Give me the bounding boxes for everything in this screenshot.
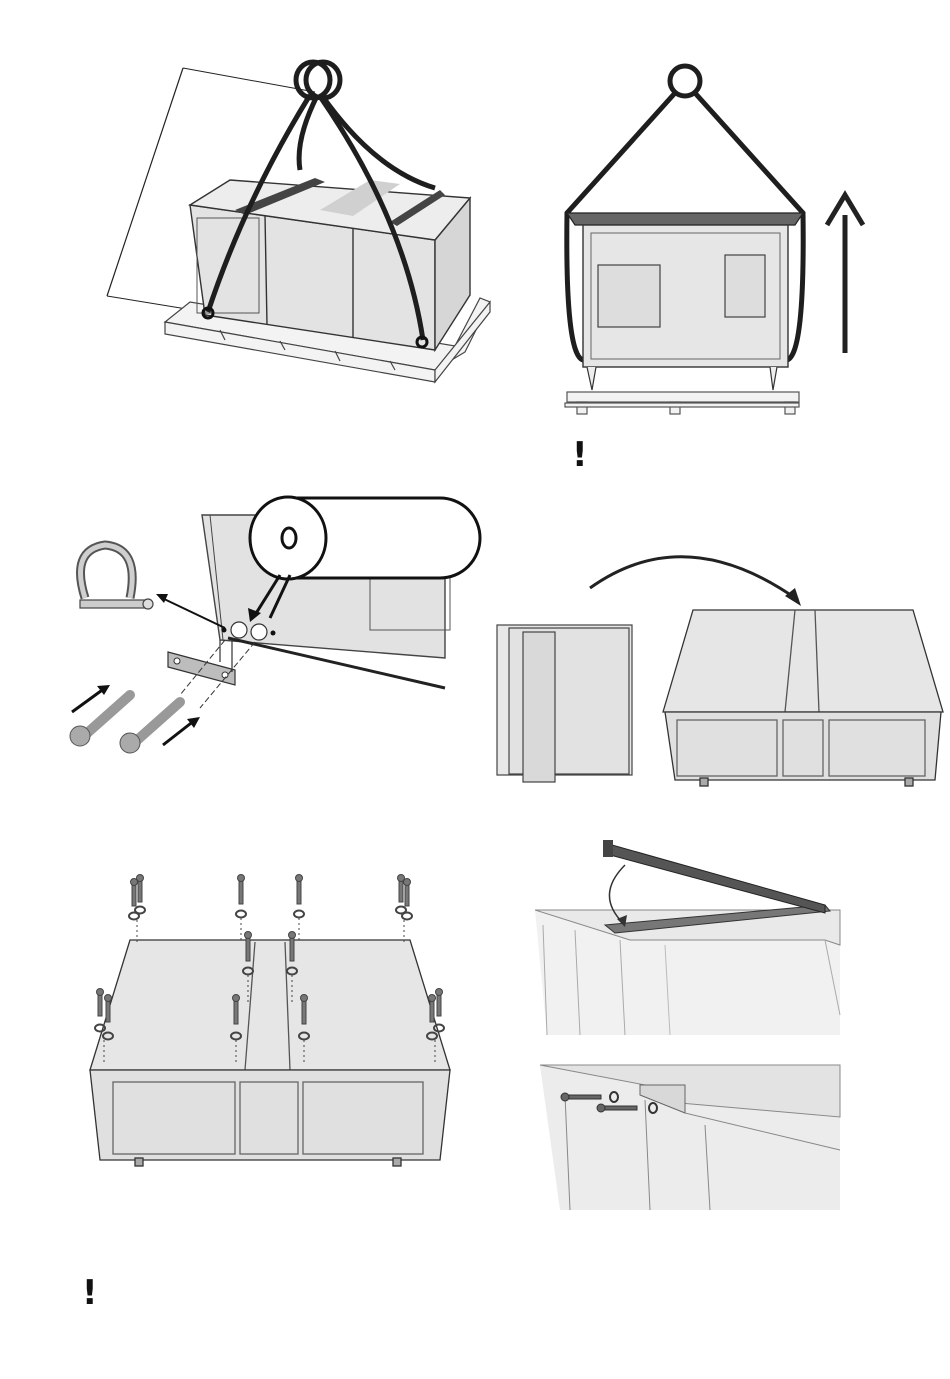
curved-arrow-icon bbox=[590, 557, 798, 600]
step-ridge-bolts-illustration bbox=[535, 1055, 845, 1215]
pallet bbox=[565, 392, 799, 414]
warning-lift: ! bbox=[572, 438, 588, 472]
step-place-roof-illustration bbox=[495, 540, 945, 795]
detail-magnifier bbox=[250, 497, 480, 579]
cabinet-with-roof bbox=[90, 940, 450, 1166]
step-roof-bolts-illustration bbox=[85, 870, 455, 1175]
warning-bottom: ! bbox=[82, 1276, 98, 1310]
roof-panels bbox=[497, 625, 632, 782]
shackle-icon bbox=[80, 545, 153, 609]
step-lift-four-point-illustration bbox=[95, 50, 505, 390]
crane-ring-icon bbox=[670, 66, 700, 96]
step-ridge-cover-illustration bbox=[535, 835, 845, 1040]
dimension-line bbox=[107, 68, 183, 296]
step-lift-vertical-illustration bbox=[555, 55, 875, 420]
step-pin-shackle-illustration bbox=[60, 490, 485, 760]
up-arrow-icon bbox=[827, 195, 863, 353]
cabinet-with-roof bbox=[663, 610, 943, 786]
